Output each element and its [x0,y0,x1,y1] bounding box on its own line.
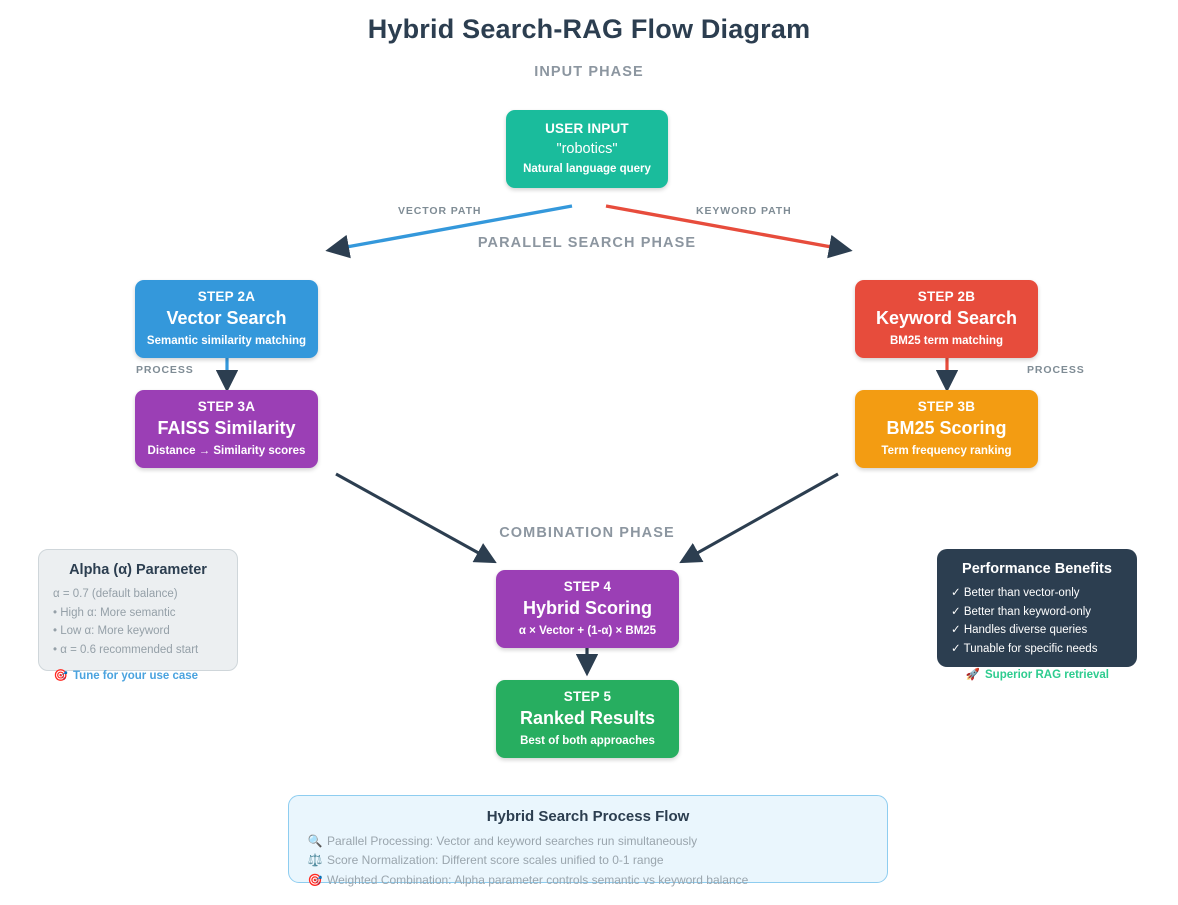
node-step-2b-desc: BM25 term matching [889,335,1004,348]
alpha-parameter-panel: Alpha (α) Parameter α = 0.7 (default bal… [38,549,238,682]
edge-label-vector-path: VECTOR PATH [398,205,482,217]
perf-panel-footer-text: Superior RAG retrieval [985,668,1109,681]
node-step-2b-step: STEP 2B [917,288,976,304]
node-step-5-desc: Best of both approaches [520,735,655,748]
performance-benefits-panel: Performance Benefits ✓ Better than vecto… [937,549,1137,681]
process-flow-item-text: Score Normalization: Different score sca… [327,853,664,868]
node-step-3b-step: STEP 3B [917,398,976,414]
node-step-2a-desc: Semantic similarity matching [146,335,307,348]
alpha-panel-title: Alpha (α) Parameter [69,562,207,578]
alpha-panel-line-4: • α = 0.6 recommended start [53,643,199,656]
rocket-icon: 🚀 [965,668,981,681]
node-step-4-name: Hybrid Scoring [522,597,652,618]
edge-label-process-left: PROCESS [136,364,194,376]
node-step-4[interactable]: STEP 4 Hybrid Scoring α × Vector + (1-α)… [496,570,679,648]
node-step-2a[interactable]: STEP 2A Vector Search Semantic similarit… [135,280,318,358]
node-step-3b[interactable]: STEP 3B BM25 Scoring Term frequency rank… [855,390,1038,468]
target-icon: 🎯 [53,669,69,682]
process-flow-item: ⚖️ Score Normalization: Different score s… [307,851,869,870]
node-step-5[interactable]: STEP 5 Ranked Results Best of both appro… [496,680,679,758]
node-user-input-step: USER INPUT [545,120,629,136]
search-icon: 🔍 [307,834,323,848]
node-step-2a-step: STEP 2A [197,288,256,304]
node-step-2a-name: Vector Search [166,307,287,328]
edge-step3b-step4 [679,472,839,564]
process-flow-item: 🎯 Weighted Combination: Alpha parameter c… [307,871,869,890]
balance-scale-icon: ⚖️ [307,853,323,868]
alpha-panel-footer-text: Tune for your use case [73,669,199,682]
edge-step3a-step4 [335,472,497,564]
node-step-3b-name: BM25 Scoring [886,417,1007,438]
node-user-input-desc: Natural language query [523,163,651,176]
node-step-5-step: STEP 5 [563,688,612,704]
node-step-4-formula: α × Vector + (1-α) × BM25 [518,625,657,638]
edge-label-process-right: PROCESS [1027,364,1085,376]
phase-label-combination: COMBINATION PHASE [499,525,675,541]
phase-label-input: INPUT PHASE [534,64,644,80]
edge-label-keyword-path: KEYWORD PATH [696,205,792,217]
target-icon: 🎯 [307,872,323,887]
node-step-3a-step: STEP 3A [197,398,256,414]
process-flow-item-text: Parallel Processing: Vector and keyword … [327,834,698,848]
page-title: Hybrid Search-RAG Flow Diagram [367,14,811,44]
node-step-2b[interactable]: STEP 2B Keyword Search BM25 term matchin… [855,280,1038,358]
perf-panel-line-2: ✓ Better than keyword-only [951,605,1092,618]
process-flow-item: 🔍 Parallel Processing: Vector and keyword… [307,832,869,851]
node-step-4-step: STEP 4 [563,578,612,594]
perf-panel-line-4: ✓ Tunable for specific needs [951,642,1098,655]
process-flow-title: Hybrid Search Process Flow [486,808,690,825]
node-step-3b-desc: Term frequency ranking [881,445,1012,458]
alpha-panel-line-1: α = 0.7 (default balance) [53,588,178,600]
perf-panel-line-1: ✓ Better than vector-only [951,587,1080,599]
perf-panel-title: Performance Benefits [962,561,1112,577]
perf-panel-footer: 🚀 Superior RAG retrieval [951,667,1123,681]
phase-label-parallel: PARALLEL SEARCH PHASE [477,235,697,251]
process-flow-item-text: Weighted Combination: Alpha parameter co… [327,872,749,887]
node-step-3a-desc: Distance → Similarity scores [147,445,306,458]
alpha-panel-line-2: • High α: More semantic [53,606,176,619]
process-flow-box: Hybrid Search Process Flow 🔍 Parallel Pro… [288,795,888,887]
node-user-input-query: "robotics" [556,140,618,157]
alpha-panel-footer: 🎯 Tune for your use case [53,668,223,682]
perf-panel-line-3: ✓ Handles diverse queries [951,624,1088,637]
node-step-3a-name: FAISS Similarity [157,417,296,438]
node-user-input[interactable]: USER INPUT "robotics" Natural language q… [506,110,668,188]
node-step-2b-name: Keyword Search [875,307,1018,328]
alpha-panel-line-3: • Low α: More keyword [53,625,170,638]
node-step-3a[interactable]: STEP 3A FAISS Similarity Distance → Simi… [135,390,318,468]
node-step-5-name: Ranked Results [519,707,656,728]
